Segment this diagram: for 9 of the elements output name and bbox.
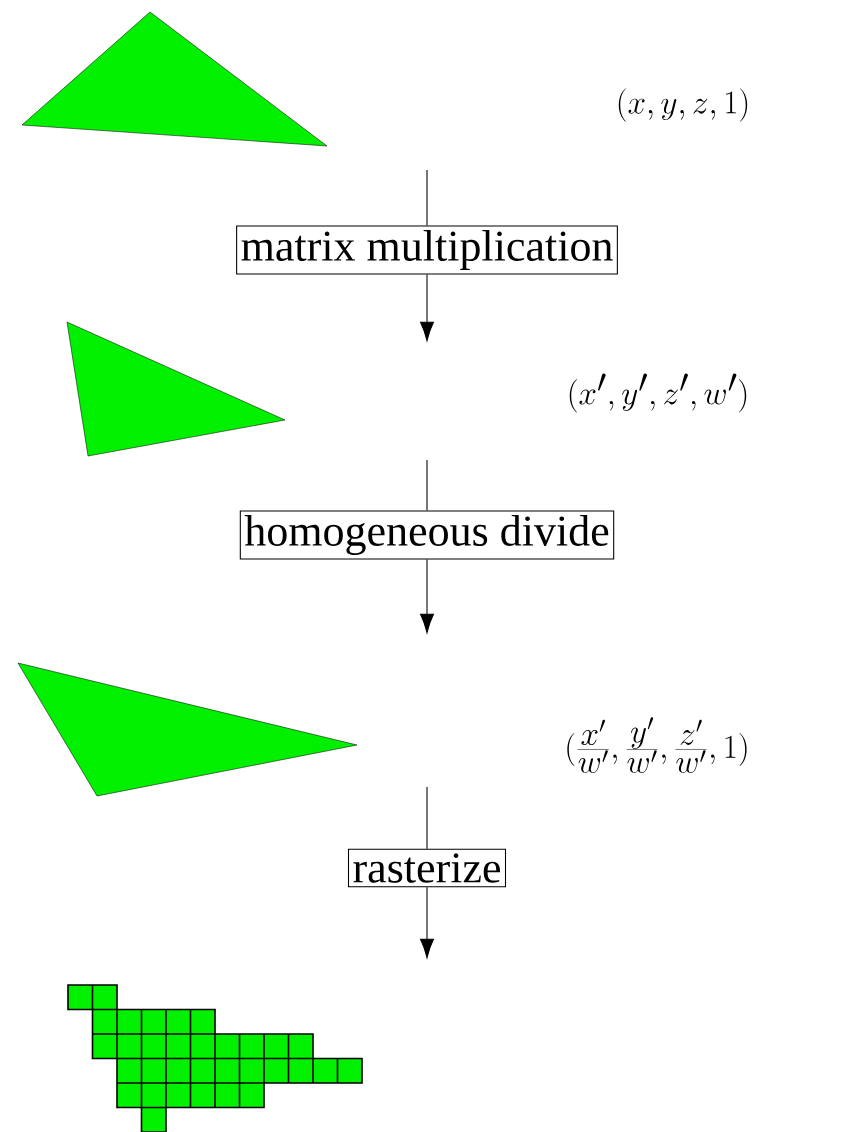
formula-label: $(x, y, z, 1)$ bbox=[618, 88, 748, 122]
process-box: matrix multiplication bbox=[236, 225, 618, 275]
process-box: rasterize bbox=[347, 848, 507, 888]
arrow bbox=[420, 273, 434, 342]
process-box: homogeneous divide bbox=[239, 510, 615, 560]
arrow bbox=[420, 559, 434, 634]
formula-label: $(\frac{x'}{w'}, \frac{y'}{w'}, \frac{z'}{w'}, 1)$ bbox=[567, 717, 747, 773]
formula-label: $(x', y', z', w')$ bbox=[569, 373, 747, 413]
arrow bbox=[420, 886, 434, 959]
